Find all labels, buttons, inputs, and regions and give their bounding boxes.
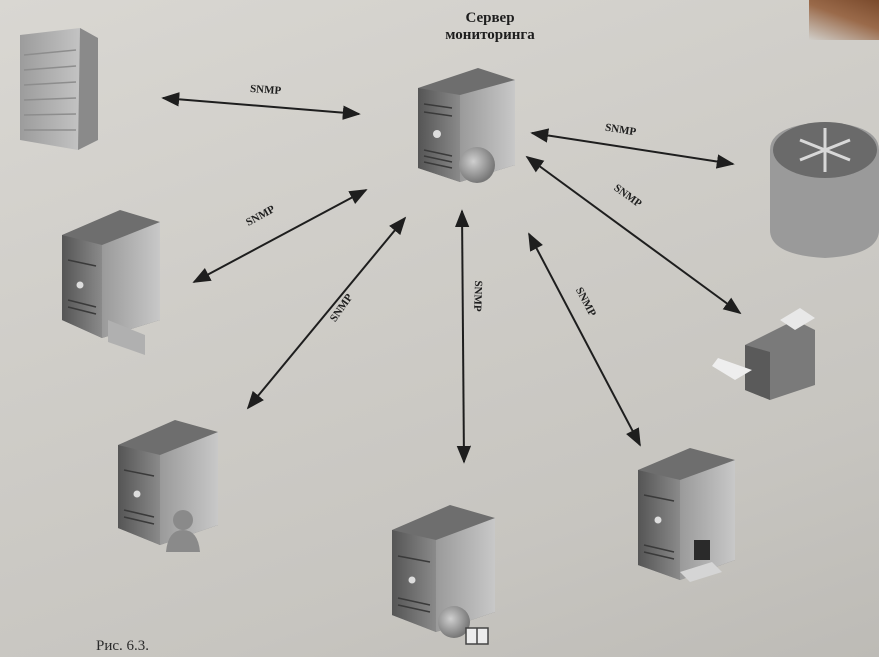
snmp-connections (161, 92, 742, 464)
background-corner (809, 0, 879, 40)
server-title-line1: Сервер (465, 10, 515, 26)
server-workstation-icon (638, 448, 735, 582)
router-icon (770, 122, 879, 258)
snmp-label-rack: SNMP (249, 82, 282, 98)
server-title-line2: мониторинга (445, 27, 535, 44)
link-workstation-left (192, 189, 368, 283)
link-rack (161, 92, 361, 120)
server-user-icon (118, 420, 218, 552)
snmp-label-server-globe: SNMP (471, 280, 485, 312)
server-globe-icon (392, 505, 495, 645)
link-server-globe (454, 209, 472, 464)
printer-icon (712, 308, 815, 400)
monitoring-server-title: Сервер мониторинга (420, 10, 560, 45)
figure-caption: Рис. 6.3. (96, 638, 150, 654)
workstation-left-icon (62, 210, 160, 355)
monitoring-server-icon (418, 68, 515, 183)
link-server-workstation (528, 232, 641, 447)
rack-server-icon (20, 28, 98, 150)
link-server-user (246, 216, 407, 410)
